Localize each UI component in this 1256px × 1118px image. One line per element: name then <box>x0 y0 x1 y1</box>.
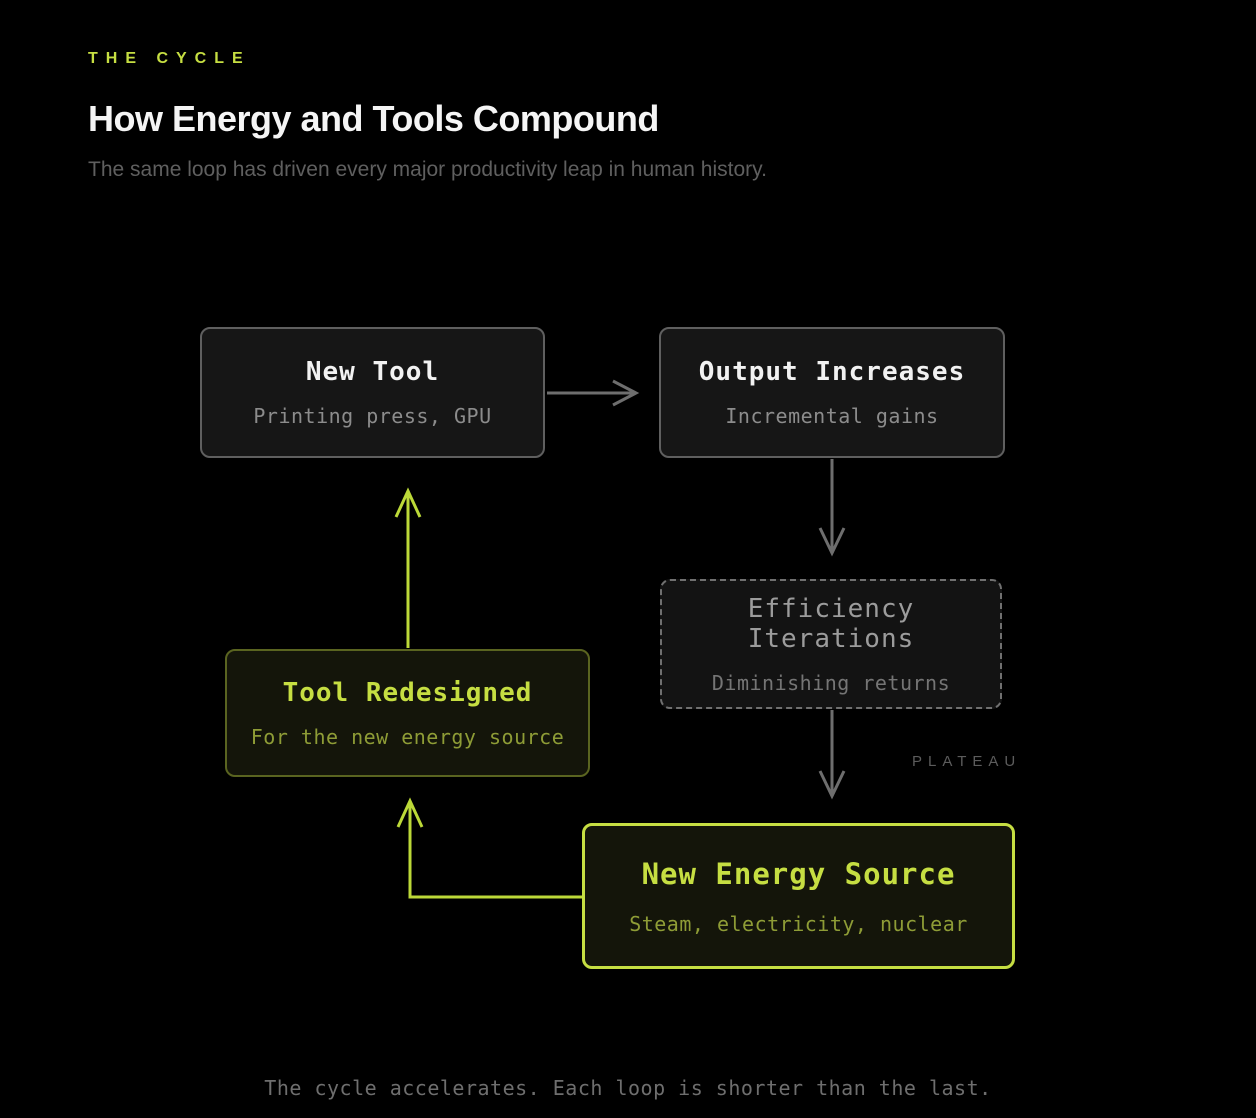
edge-redesign-to-newtool-arrow <box>394 487 422 648</box>
node-new-tool: New Tool Printing press, GPU <box>200 327 545 458</box>
plateau-label: PLATEAU <box>912 753 1022 770</box>
node-title: Tool Redesigned <box>282 677 533 708</box>
node-output-increases: Output Increases Incremental gains <box>659 327 1005 458</box>
node-title: New Energy Source <box>641 856 956 891</box>
node-title: New Tool <box>305 357 440 387</box>
node-title: Efficiency Iterations <box>747 593 915 654</box>
page-title: How Energy and Tools Compound <box>88 98 659 139</box>
node-tool-redesigned: Tool Redesigned For the new energy sourc… <box>225 649 590 777</box>
edge-new-tool-to-output-arrow <box>547 379 640 407</box>
node-efficiency-iterations: Efficiency Iterations Diminishing return… <box>660 579 1002 709</box>
eyebrow-label: THE CYCLE <box>88 50 251 67</box>
node-subtitle: Incremental gains <box>725 404 939 428</box>
node-subtitle: Steam, electricity, nuclear <box>629 911 968 936</box>
edge-efficiency-to-energy-arrow <box>818 710 846 800</box>
node-new-energy-source: New Energy Source Steam, electricity, nu… <box>582 823 1015 969</box>
node-subtitle: Printing press, GPU <box>253 404 492 428</box>
node-subtitle: Diminishing returns <box>711 670 951 695</box>
node-title: Output Increases <box>698 357 966 387</box>
edge-output-to-efficiency-arrow <box>818 459 846 557</box>
footer-caption: The cycle accelerates. Each loop is shor… <box>264 1076 992 1100</box>
edge-energy-to-redesign-arrow <box>396 797 582 899</box>
node-subtitle: For the new energy source <box>250 724 565 749</box>
page-subtitle: The same loop has driven every major pro… <box>88 158 767 181</box>
